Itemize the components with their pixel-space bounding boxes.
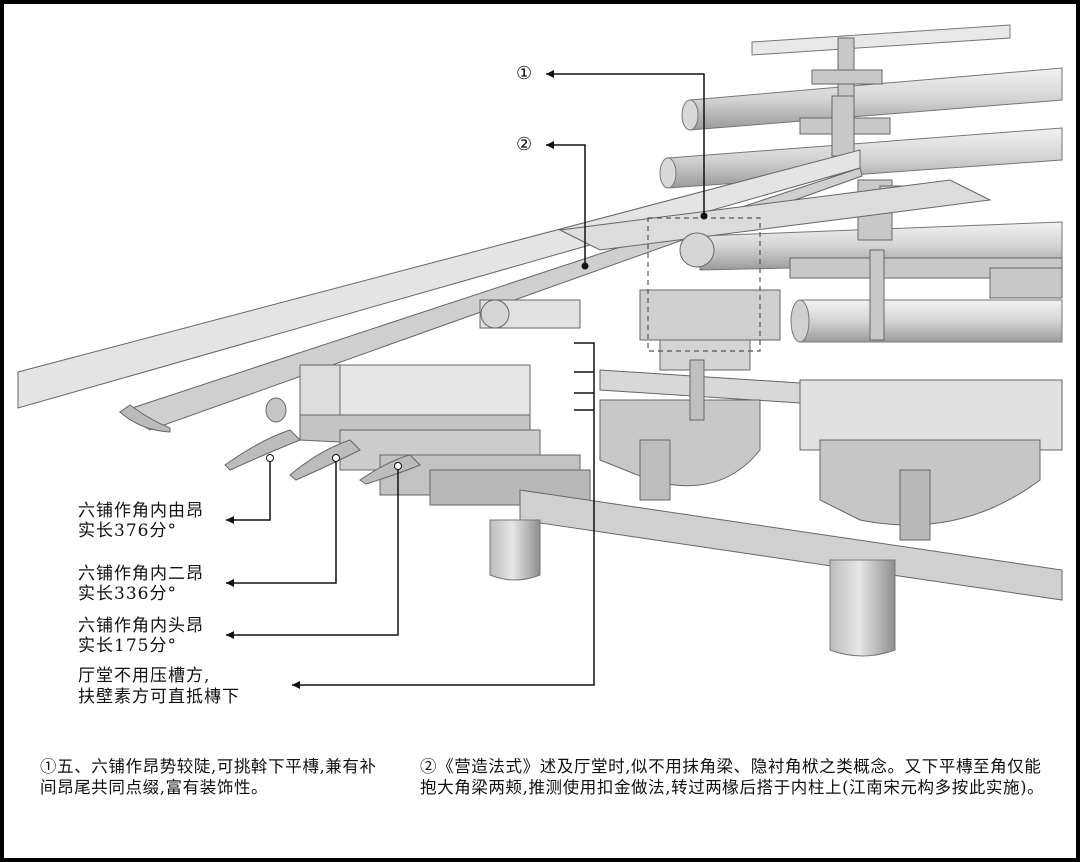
left-bracket-cluster [224, 299, 591, 506]
leader-lines [226, 73, 705, 686]
right-bracket-sets [599, 339, 1041, 541]
callout-label-3-line2: 实长175分° [78, 636, 177, 656]
leader-dots [266, 212, 708, 470]
purlin-end [679, 232, 715, 268]
callout-label-3-line1: 六铺作角内头昂 [78, 616, 204, 636]
horizontal-beams [519, 289, 1063, 601]
note-left: ①五、六铺作昂势较陡,可挑斡下平槫,兼有补间昂尾共同点缀,富有装饰性。 [40, 757, 377, 797]
note-right: ②《营造法式》述及厅堂时,似不用抹角梁、隐衬角栿之类概念。又下平槫至角仅能抱大角… [420, 757, 1045, 797]
columns [489, 519, 896, 657]
callout-label-4-line2: 扶壁素方可直抵槫下 [78, 687, 240, 707]
callout-label-4-line1: 厅堂不用压槽方, [78, 666, 211, 686]
callout-label-1-line1: 六铺作角内由昂 [78, 501, 204, 521]
callout-label-2-line2: 实长336分° [78, 584, 177, 604]
marker-two: ② [516, 134, 533, 155]
callout-label-2-line1: 六铺作角内二昂 [78, 564, 204, 584]
marker-one: ① [516, 63, 533, 84]
callout-label-1-line2: 实长376分° [78, 521, 177, 541]
leader-arrows [226, 70, 554, 689]
